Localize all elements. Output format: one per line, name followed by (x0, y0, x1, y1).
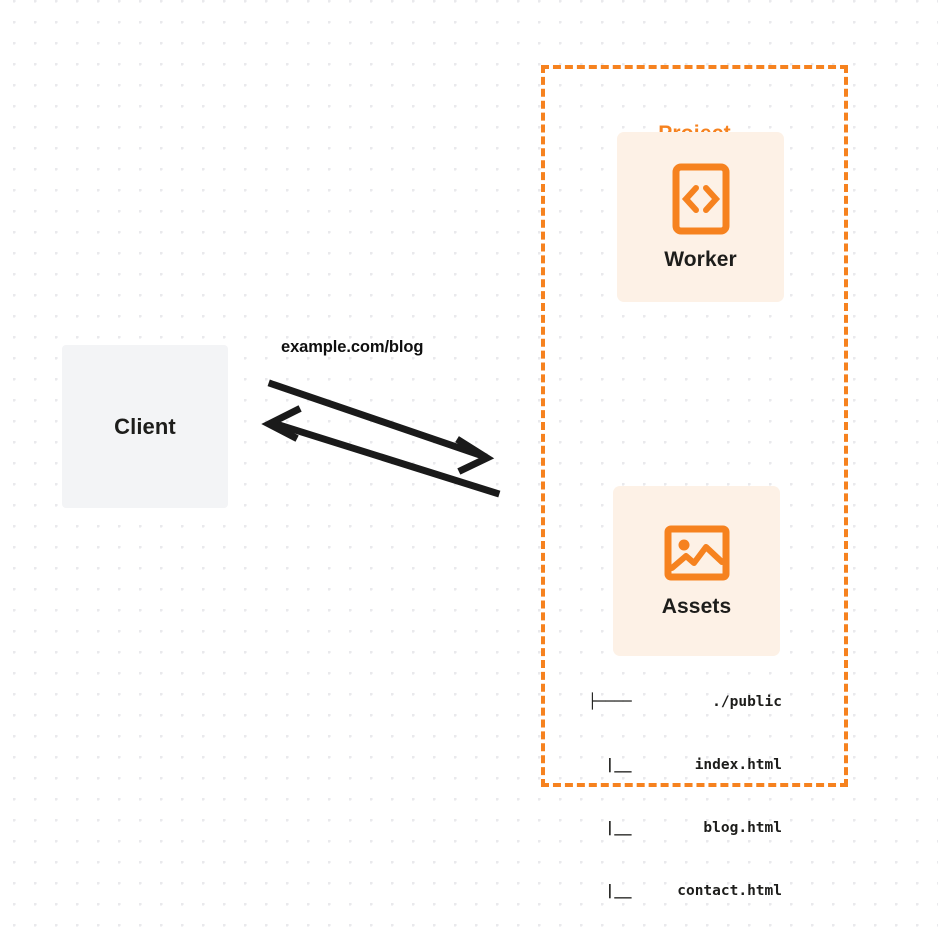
tree-branch: ├──── (588, 694, 632, 710)
client-node[interactable]: Client (62, 345, 228, 508)
tree-branch: |__ (588, 883, 632, 899)
client-label: Client (114, 413, 176, 439)
tree-branch: |__ (588, 757, 632, 773)
tree-file-name: blog.html (703, 820, 782, 836)
image-icon (664, 524, 730, 582)
assets-file-tree: ├──── ./public |__ index.html |__ blog.h… (588, 650, 782, 944)
project-container: Project Worker Assets (541, 65, 848, 787)
file-tree-row: |__ contact.html (588, 881, 782, 902)
file-tree-row: ├──── ./public (588, 692, 782, 713)
tree-file-name: index.html (694, 757, 782, 773)
worker-card-label: Worker (664, 247, 737, 271)
response-arrow (261, 405, 501, 498)
code-brackets-icon (672, 163, 730, 235)
worker-card[interactable]: Worker (617, 132, 784, 302)
request-arrow (267, 379, 495, 475)
tree-path: ./public (712, 694, 782, 710)
assets-card-label: Assets (661, 594, 732, 618)
file-tree-row: |__ blog.html (588, 818, 782, 839)
request-url-label: example.com/blog (281, 338, 424, 356)
diagram-canvas: Client example.com/blog Project (62, 65, 848, 899)
file-tree-row: |__ index.html (588, 755, 782, 776)
tree-file-name: contact.html (677, 883, 782, 899)
tree-branch: |__ (588, 820, 632, 836)
assets-card[interactable]: Assets (613, 486, 780, 656)
